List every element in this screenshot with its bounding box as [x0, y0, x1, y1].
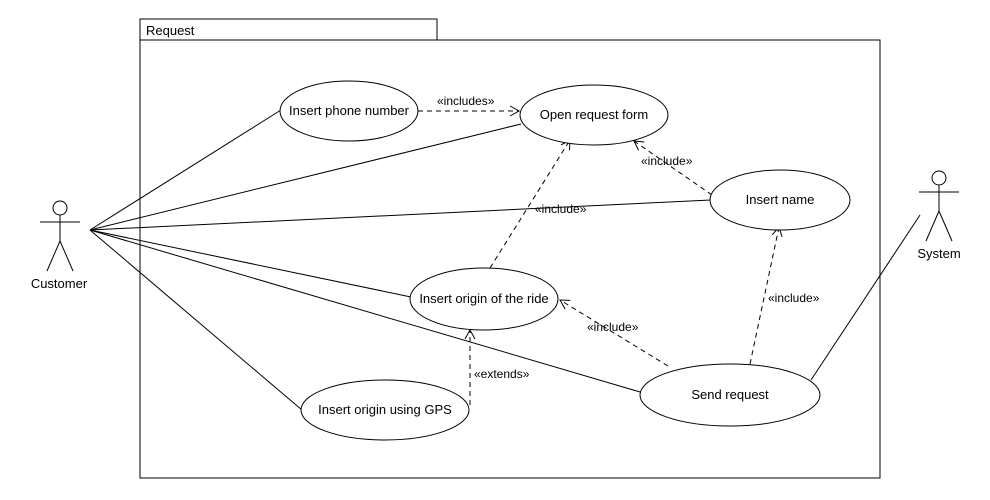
stick-figure-icon — [40, 200, 80, 272]
use-case-label: Insert name — [746, 192, 815, 207]
dep-origin-form — [489, 139, 571, 269]
actor-system[interactable]: System — [917, 170, 961, 261]
boundary-title: Request — [146, 23, 195, 38]
dep-name-form — [633, 140, 713, 196]
associations — [89, 109, 921, 411]
assoc-customer-send — [89, 229, 641, 393]
use-case-label: Insert origin of the ride — [419, 291, 548, 306]
label-name-form: «include» — [641, 154, 693, 168]
actor-label: System — [917, 246, 960, 261]
assoc-customer-phone — [89, 109, 282, 231]
label-send-origin: «include» — [587, 320, 639, 334]
actor-label: Customer — [31, 276, 88, 291]
use-case-insert-origin[interactable]: Insert origin of the ride — [409, 267, 559, 331]
use-case-label: Insert origin using GPS — [318, 402, 452, 417]
use-case-insert-gps[interactable]: Insert origin using GPS — [300, 379, 470, 441]
assoc-system-send — [810, 214, 921, 381]
stick-figure-icon — [919, 170, 959, 242]
assoc-customer-form — [89, 123, 522, 231]
label-phone-form: «includes» — [437, 94, 495, 108]
use-case-label: Insert phone number — [289, 103, 410, 118]
use-case-send-request[interactable]: Send request — [639, 363, 821, 427]
use-case-insert-phone[interactable]: Insert phone number — [279, 80, 419, 142]
boundary-tab — [139, 18, 438, 41]
assoc-customer-name — [89, 199, 712, 231]
label-name-middle: «include» — [535, 202, 587, 216]
assoc-customer-gps — [89, 229, 303, 411]
actor-customer[interactable]: Customer — [31, 200, 88, 291]
assoc-customer-origin — [89, 229, 412, 298]
use-case-insert-name[interactable]: Insert name — [709, 169, 851, 231]
use-case-label: Send request — [691, 387, 769, 402]
dependencies — [418, 105, 783, 405]
dep-send-origin — [559, 299, 669, 367]
stereotype-labels: «includes» «include» «include» «include»… — [437, 94, 820, 381]
use-case-open-form[interactable]: Open request form — [519, 84, 669, 146]
label-gps-origin: «extends» — [474, 367, 530, 381]
use-case-label: Open request form — [540, 107, 648, 122]
label-send-name: «include» — [768, 291, 820, 305]
